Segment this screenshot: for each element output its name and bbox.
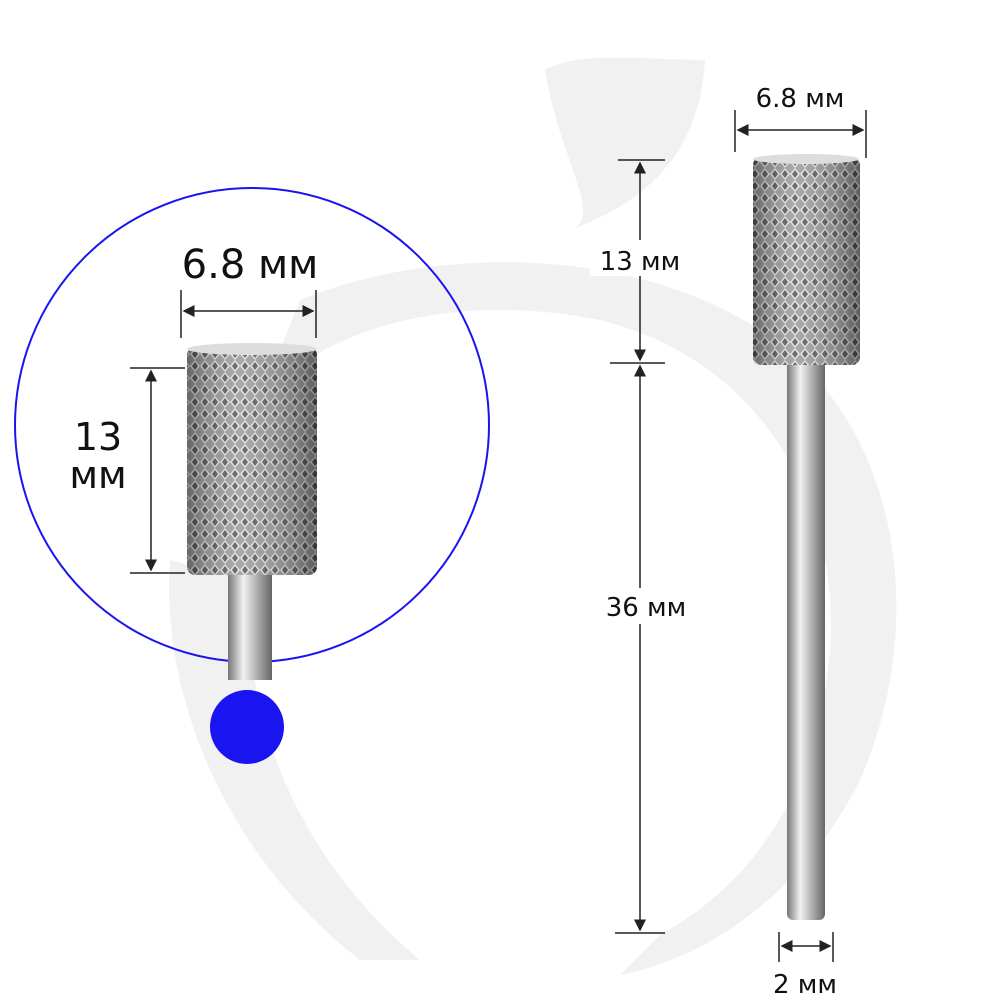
detail-dimension-lines [130, 290, 317, 574]
full-bit-image [753, 154, 860, 920]
full-shank-diameter-label: 2 мм [773, 970, 837, 1000]
blue-dot-icon [210, 690, 284, 764]
detail-length-value: 13 [74, 415, 122, 459]
detail-length-unit: мм [69, 453, 126, 497]
full-shank-length-label: 36 мм [606, 593, 687, 623]
full-head-diameter-label: 6.8 мм [756, 84, 845, 114]
full-head-length-label: 13 мм [600, 247, 681, 277]
detail-bit-image [187, 343, 317, 680]
detail-diameter-label: 6.8 мм [182, 242, 319, 288]
